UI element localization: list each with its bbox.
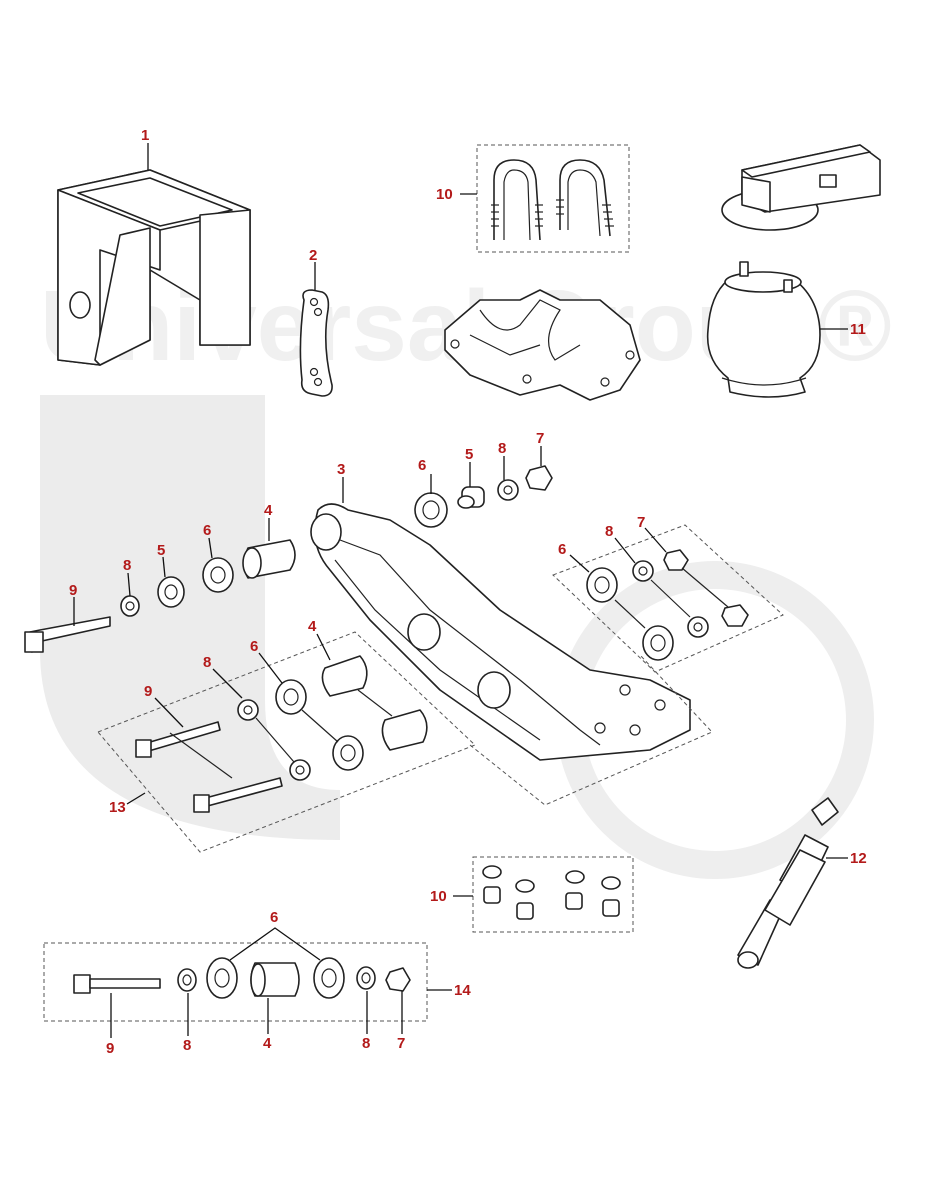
top-hardware-group <box>414 465 553 528</box>
callout-5-left: 5 <box>157 542 165 559</box>
right-hardware-group <box>552 524 784 673</box>
callout-6-top: 6 <box>418 457 426 474</box>
axle-mount-assembly <box>721 144 881 231</box>
part-10-nut-kit <box>472 856 634 933</box>
callout-8-right: 8 <box>605 523 613 540</box>
part-3-trailing-arm <box>310 503 691 761</box>
callout-8-mid: 8 <box>203 654 211 671</box>
part-14-bushing-kit <box>43 942 428 1022</box>
callout-8-top: 8 <box>498 440 506 457</box>
callout-11: 11 <box>850 321 866 338</box>
callout-9-mid: 9 <box>144 683 152 700</box>
callout-9-bottom: 9 <box>106 1040 114 1057</box>
left-hardware-row <box>24 539 296 653</box>
callout-14: 14 <box>454 982 471 999</box>
callouts: 1 2 10 11 3 6 5 8 7 4 6 5 8 9 4 6 8 9 13… <box>69 127 867 1057</box>
callout-8-bottom-right: 8 <box>362 1035 370 1052</box>
callout-8-bottom-left: 8 <box>183 1037 191 1054</box>
part-10-u-bolts <box>476 144 630 253</box>
callout-6-mid: 6 <box>250 638 258 655</box>
part-11-air-spring <box>706 261 821 398</box>
part-12-shock-absorber <box>737 797 839 969</box>
callout-7-top: 7 <box>536 430 544 447</box>
callout-12: 12 <box>850 850 867 867</box>
callout-4-bottom: 4 <box>263 1035 272 1052</box>
callout-10-top: 10 <box>436 186 453 203</box>
callout-4-mid: 4 <box>308 618 317 635</box>
callout-13: 13 <box>109 799 126 816</box>
arm-group-outline <box>469 654 713 806</box>
callout-10-bottom: 10 <box>430 888 447 905</box>
callout-6-left: 6 <box>203 522 211 539</box>
callout-2: 2 <box>309 247 317 264</box>
part-2-link-plate <box>299 289 333 397</box>
callout-7-right: 7 <box>637 514 645 531</box>
part-13-bushing-kit <box>97 631 476 853</box>
part-1-hanger-bracket <box>57 169 251 366</box>
callout-9-left: 9 <box>69 582 77 599</box>
axle-seat-bracket <box>444 289 641 401</box>
callout-7-bottom: 7 <box>397 1035 405 1052</box>
callout-8-left: 8 <box>123 557 131 574</box>
callout-4-left: 4 <box>264 502 273 519</box>
callout-6-bottom: 6 <box>270 909 278 926</box>
leader-lines <box>73 143 848 1038</box>
callout-3: 3 <box>337 461 345 478</box>
callout-5-top: 5 <box>465 446 473 463</box>
callout-6-right: 6 <box>558 541 566 558</box>
callout-1: 1 <box>141 127 149 144</box>
